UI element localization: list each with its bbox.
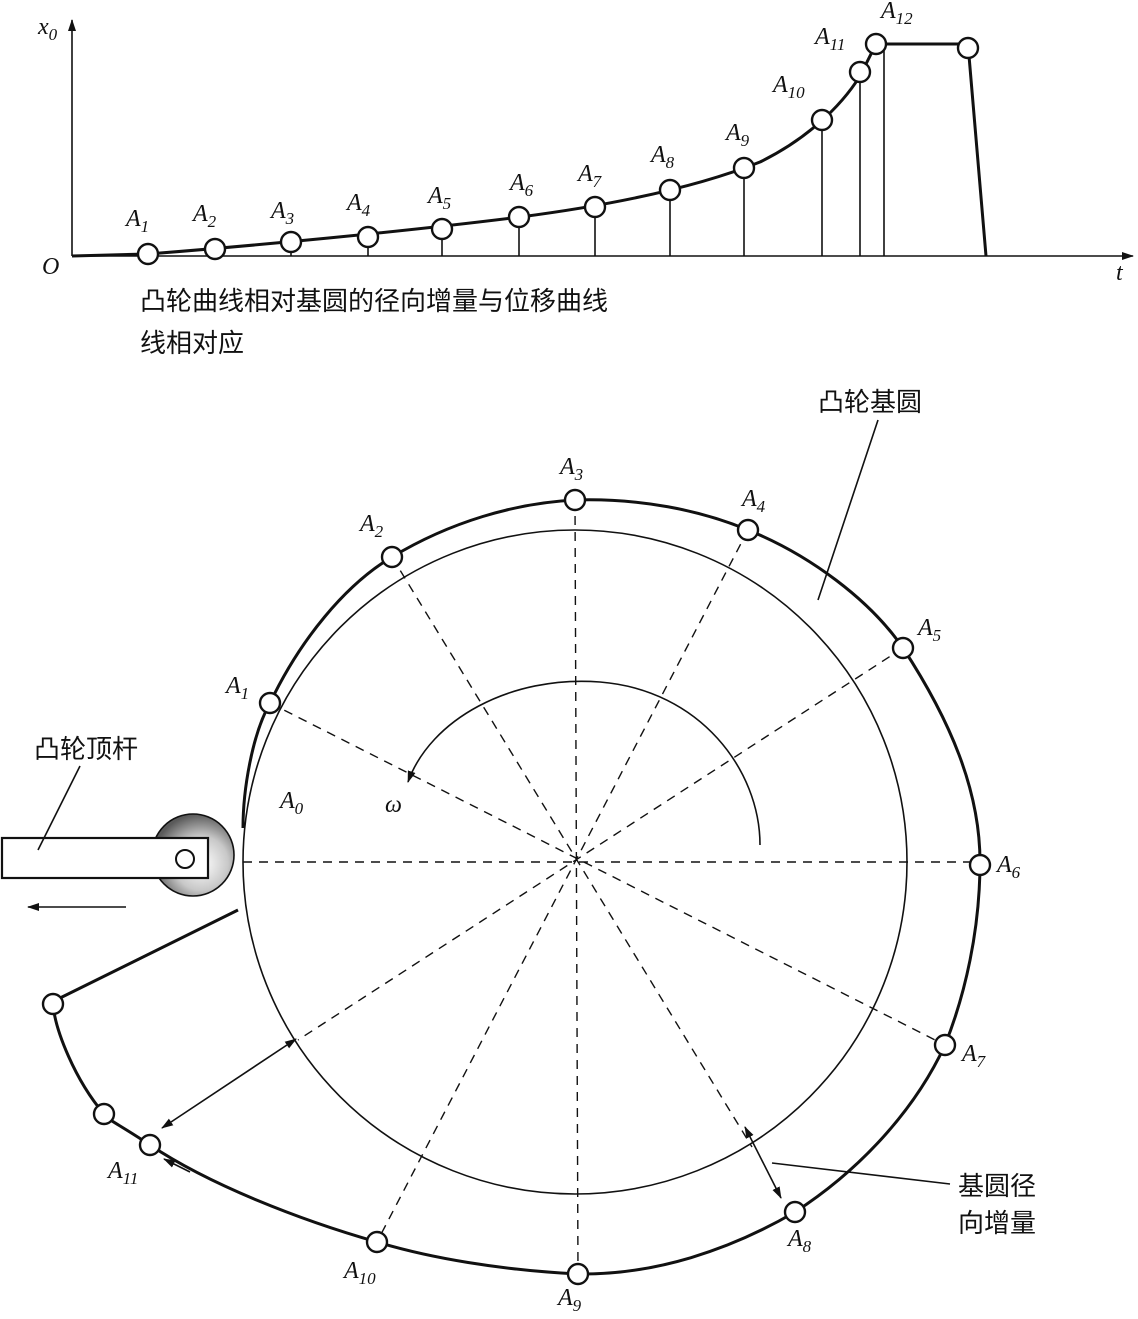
graph-label-a11: A11 — [813, 24, 845, 54]
graph-point-a4 — [356, 225, 380, 249]
displacement-graph: x0 t O — [37, 0, 1134, 359]
cam-point-a4 — [736, 518, 760, 542]
cam-label-a10: A10 — [342, 1258, 376, 1288]
graph-point-a6 — [507, 205, 531, 229]
follower-pin — [175, 849, 195, 869]
cam-point-a5 — [891, 636, 915, 660]
graph-label-a4: A4 — [345, 190, 371, 220]
cam-point-a10 — [365, 1230, 389, 1254]
cam-label-a5: A5 — [916, 615, 941, 645]
graph-label-a7: A7 — [576, 161, 603, 191]
cam-label-a11: A11 — [106, 1158, 138, 1188]
radial-increment-leader — [771, 1162, 951, 1185]
base-circle-label: 凸轮基圆 — [818, 388, 922, 418]
cam-label-a1: A1 — [224, 673, 249, 703]
graph-point-end — [956, 36, 980, 60]
radial-increment-dimension-8 — [744, 1126, 782, 1199]
graph-label-a8: A8 — [649, 142, 675, 172]
cam-point-extra-1 — [92, 1102, 116, 1126]
radial-dashed-lines — [243, 499, 980, 1275]
graph-label-a5: A5 — [426, 183, 451, 213]
cam-return-line — [55, 908, 239, 1002]
graph-label-a9: A9 — [724, 120, 750, 150]
graph-point-a12 — [864, 32, 888, 56]
graph-label-a1: A1 — [124, 206, 149, 236]
base-circle-leader — [817, 419, 879, 601]
cam-point-a6 — [968, 853, 992, 877]
origin-label: O — [42, 254, 59, 280]
cam-point-extra-2 — [41, 992, 65, 1016]
cam-point-a2 — [380, 545, 404, 569]
graph-label-a6: A6 — [508, 170, 534, 200]
cam-point-a9 — [566, 1262, 590, 1286]
cam-point-a11 — [138, 1133, 162, 1157]
graph-label-a3: A3 — [269, 198, 294, 228]
cam-label-a2: A2 — [358, 511, 384, 541]
graph-verticals — [214, 44, 885, 256]
follower-rod — [0, 836, 210, 880]
graph-point-a1 — [136, 242, 160, 266]
graph-point-a8 — [658, 178, 682, 202]
graph-label-a10: A10 — [771, 72, 805, 102]
cam-point-a3 — [563, 488, 587, 512]
radial-increment-label-line1: 基圆径 — [958, 1172, 1036, 1202]
cam-label-a6: A6 — [995, 852, 1021, 882]
graph-point-a11 — [848, 60, 872, 84]
graph-point-a5 — [430, 217, 454, 241]
cam-label-a4: A4 — [740, 486, 766, 516]
graph-point-a7 — [583, 195, 607, 219]
radial-increment-dimension-11 — [161, 1038, 297, 1129]
cam-profile-arrow — [163, 1158, 191, 1173]
graph-label-a12: A12 — [879, 0, 913, 28]
graph-point-a2 — [203, 237, 227, 261]
graph-point-a9 — [732, 156, 756, 180]
graph-point-markers — [136, 32, 980, 266]
cam-point-labels: A1 A2 A3 A4 A5 A6 A7 A8 A9 A10 A11 — [106, 454, 1021, 1315]
cam-label-a9: A9 — [556, 1285, 582, 1315]
follower-leader — [37, 765, 81, 851]
follower-label: 凸轮顶杆 — [34, 735, 138, 765]
graph-point-a10 — [810, 108, 834, 132]
cam-point-a7 — [933, 1033, 957, 1057]
cam-follower — [0, 813, 235, 911]
graph-caption-line2: 线相对应 — [140, 329, 244, 359]
x-axis-label: t — [1116, 260, 1124, 286]
graph-label-a2: A2 — [191, 201, 217, 231]
omega-label: ω — [385, 792, 402, 818]
cam-label-a3: A3 — [558, 454, 583, 484]
cam-start-label: A0 — [278, 788, 304, 818]
cam-drawing: A1 A2 A3 A4 A5 A6 A7 A8 A9 A10 A11 A0 ω … — [0, 388, 1036, 1315]
graph-caption-line1: 凸轮曲线相对基圆的径向增量与位移曲线 — [140, 287, 608, 317]
graph-point-labels: A1 A2 A3 A4 A5 A6 A7 A8 A9 A10 A11 A12 — [124, 0, 913, 236]
cam-label-a8: A8 — [786, 1226, 812, 1256]
cam-point-a8 — [783, 1200, 807, 1224]
cam-profile — [51, 498, 982, 1276]
cam-point-markers — [41, 488, 992, 1286]
y-axis-label: x0 — [37, 14, 58, 44]
cam-label-a7: A7 — [960, 1041, 987, 1071]
graph-point-a3 — [279, 230, 303, 254]
radial-increment-label-line2: 向增量 — [958, 1209, 1036, 1239]
rotation-arc — [407, 680, 761, 846]
cam-point-a1 — [258, 691, 282, 715]
